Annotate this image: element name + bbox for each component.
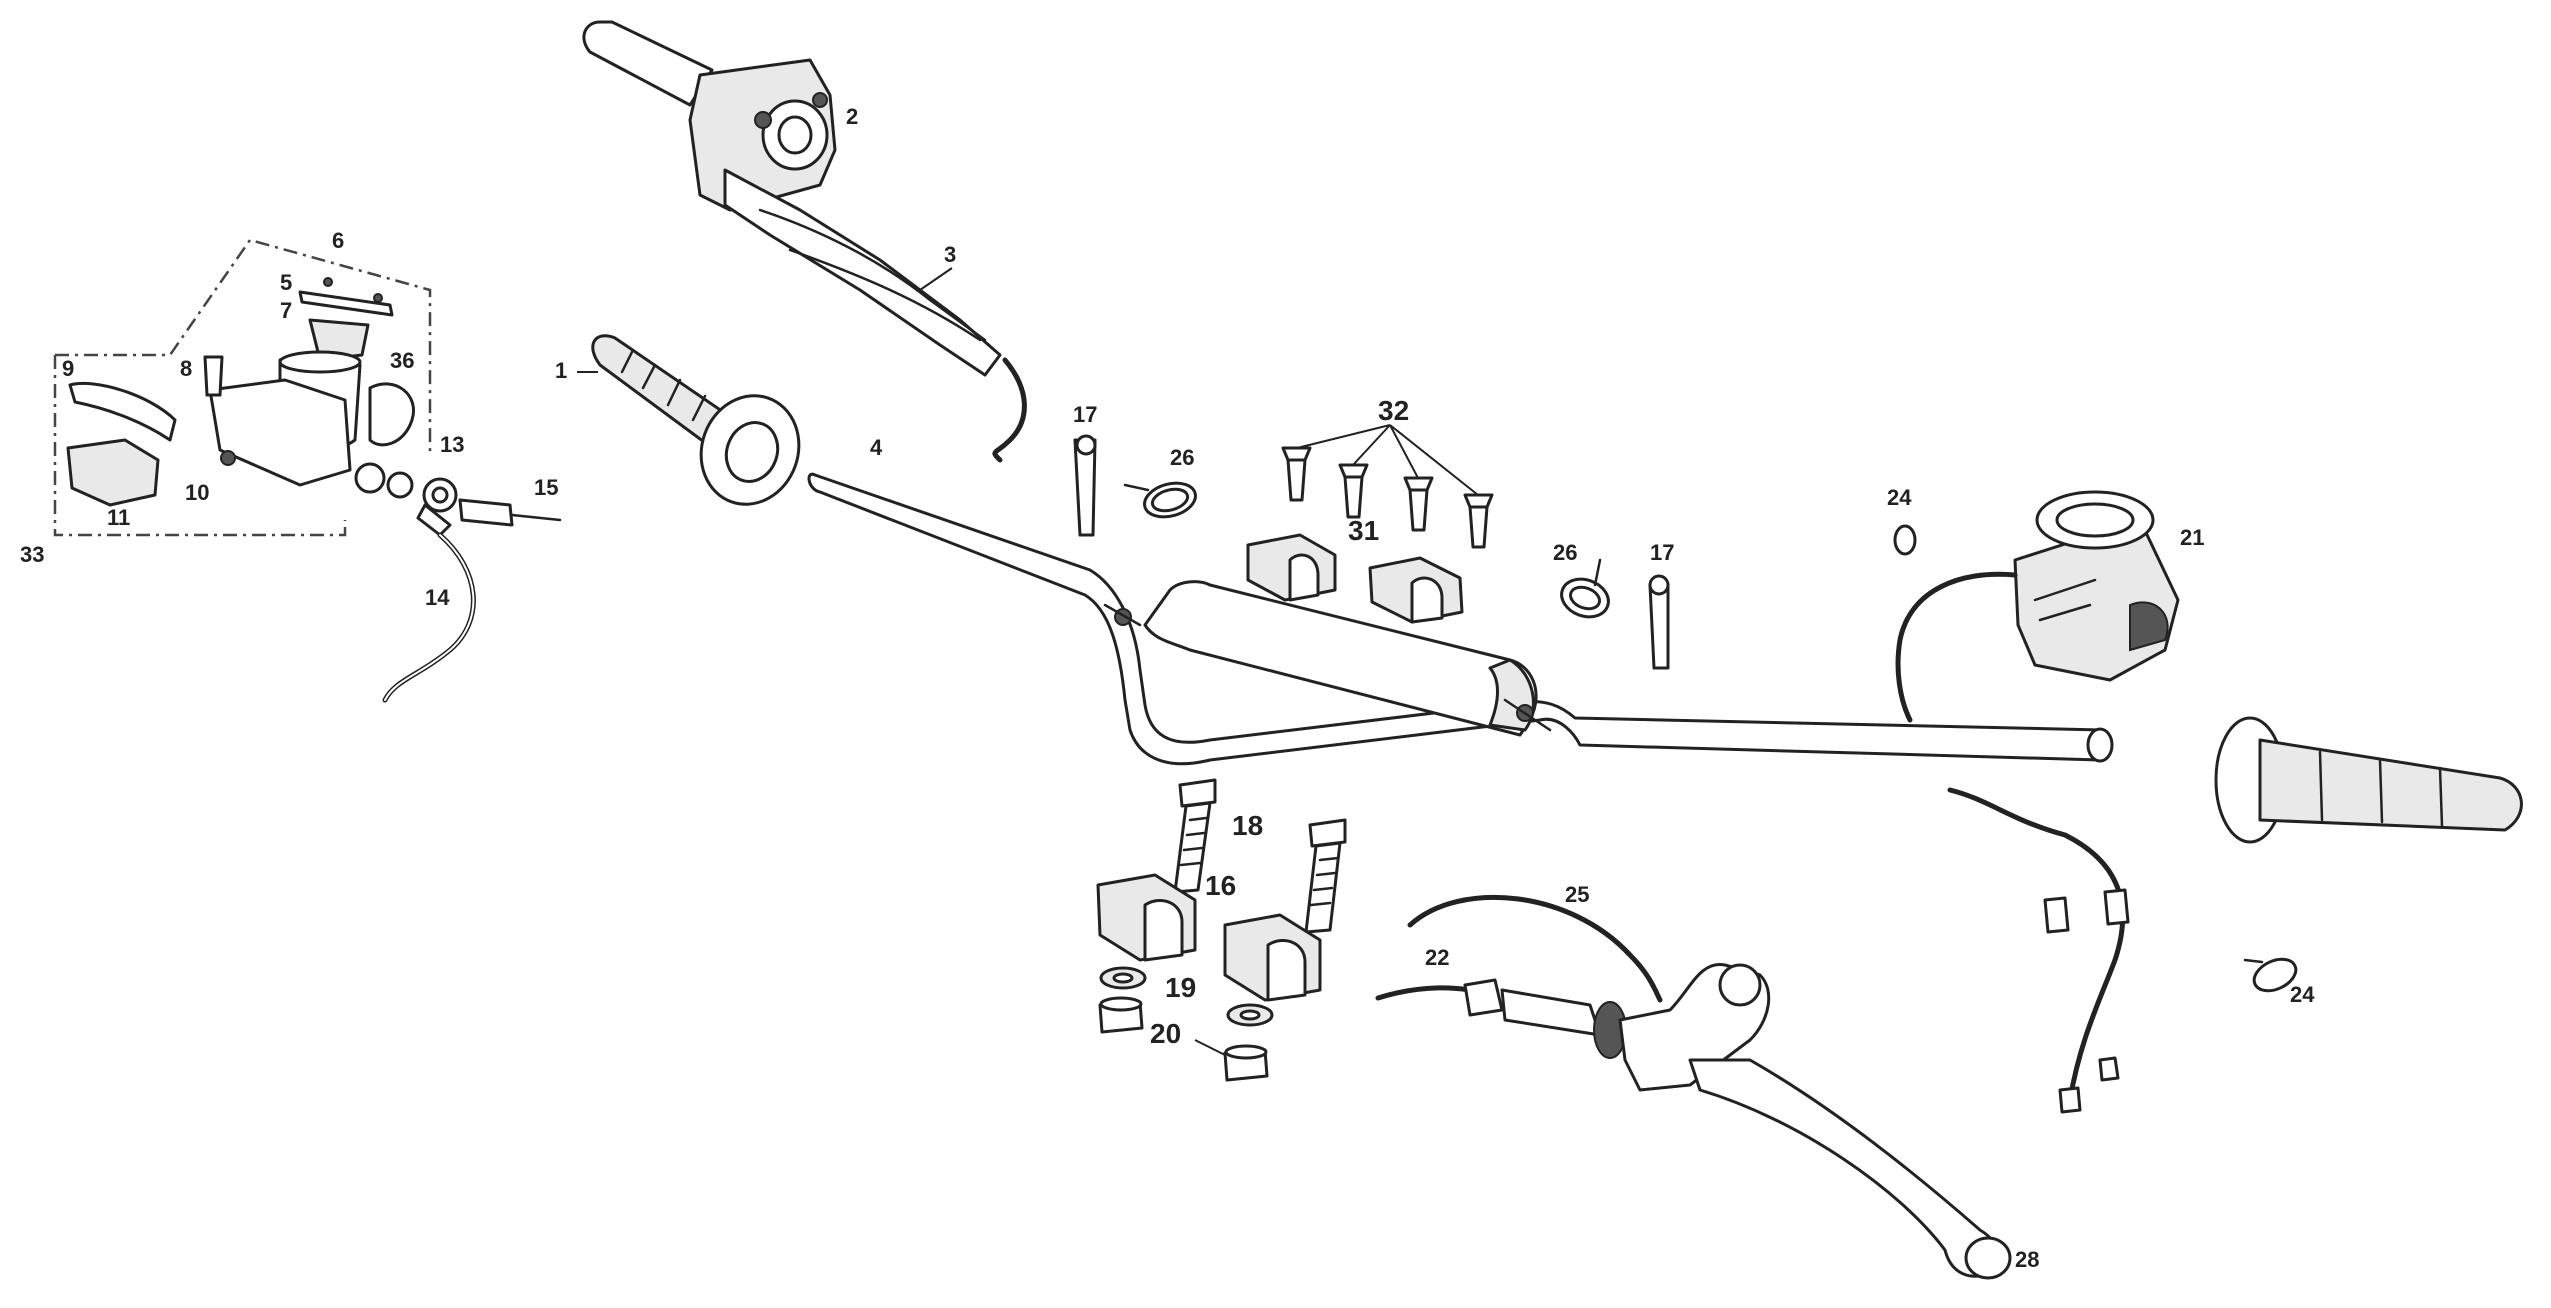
label-31: 31 (1348, 515, 1379, 546)
start-switch (1895, 490, 2180, 1114)
label-28: 28 (2015, 1247, 2039, 1272)
label-24b: 24 (2290, 982, 2315, 1007)
label-18: 18 (1232, 810, 1263, 841)
label-13: 13 (440, 432, 464, 457)
label-32: 32 (1378, 395, 1409, 426)
bar-caps (1246, 533, 1464, 624)
leader-20 (1194, 1039, 1226, 1056)
cable-tie-left (1073, 434, 1097, 537)
riser-washers-nuts (1098, 966, 1274, 1082)
label-19: 19 (1165, 972, 1196, 1003)
label-17a: 17 (1073, 402, 1097, 427)
label-22: 22 (1425, 945, 1449, 970)
kit-outline-33 (53, 355, 347, 537)
label-20: 20 (1150, 1018, 1181, 1049)
brake-lever-assembly (1375, 894, 2012, 1280)
label-6: 6 (332, 228, 344, 253)
throttle-assembly (582, 20, 1027, 463)
label-11: 11 (107, 505, 130, 530)
wire-clip-top (1893, 524, 1917, 556)
label-7: 7 (280, 298, 292, 323)
handlebar (807, 472, 2114, 766)
label-14: 14 (425, 585, 450, 610)
label-8: 8 (180, 356, 192, 381)
label-25: 25 (1565, 882, 1589, 907)
kit-outline-6 (55, 238, 432, 455)
label-16: 16 (1205, 870, 1236, 901)
label-36: 36 (390, 348, 414, 373)
hose-clamp-left (1123, 481, 1197, 519)
riser-bolts (1173, 778, 1347, 934)
leader-3 (919, 267, 953, 291)
label-5: 5 (280, 270, 292, 295)
label-26a: 26 (1170, 445, 1194, 470)
cap-bolts (1281, 424, 1494, 549)
label-24a: 24 (1887, 485, 1912, 510)
wire-clip-bottom (2243, 957, 2298, 993)
label-33: 33 (20, 542, 44, 567)
label-17b: 17 (1650, 540, 1674, 565)
label-3: 3 (944, 242, 956, 267)
hose-clamp-right (1560, 558, 1610, 619)
label-26b: 26 (1553, 540, 1577, 565)
label-2: 2 (846, 104, 858, 129)
label-21: 21 (2180, 525, 2204, 550)
right-grip (2214, 716, 2523, 844)
master-cylinder-assembly (53, 238, 562, 703)
cable-tie-right (1648, 574, 1670, 670)
label-1: 1 (555, 358, 567, 383)
label-10: 10 (185, 480, 209, 505)
left-grip (591, 334, 801, 506)
label-9: 9 (62, 356, 74, 381)
riser-blocks (1096, 873, 1322, 1002)
label-4: 4 (870, 435, 883, 460)
label-15: 15 (534, 475, 558, 500)
